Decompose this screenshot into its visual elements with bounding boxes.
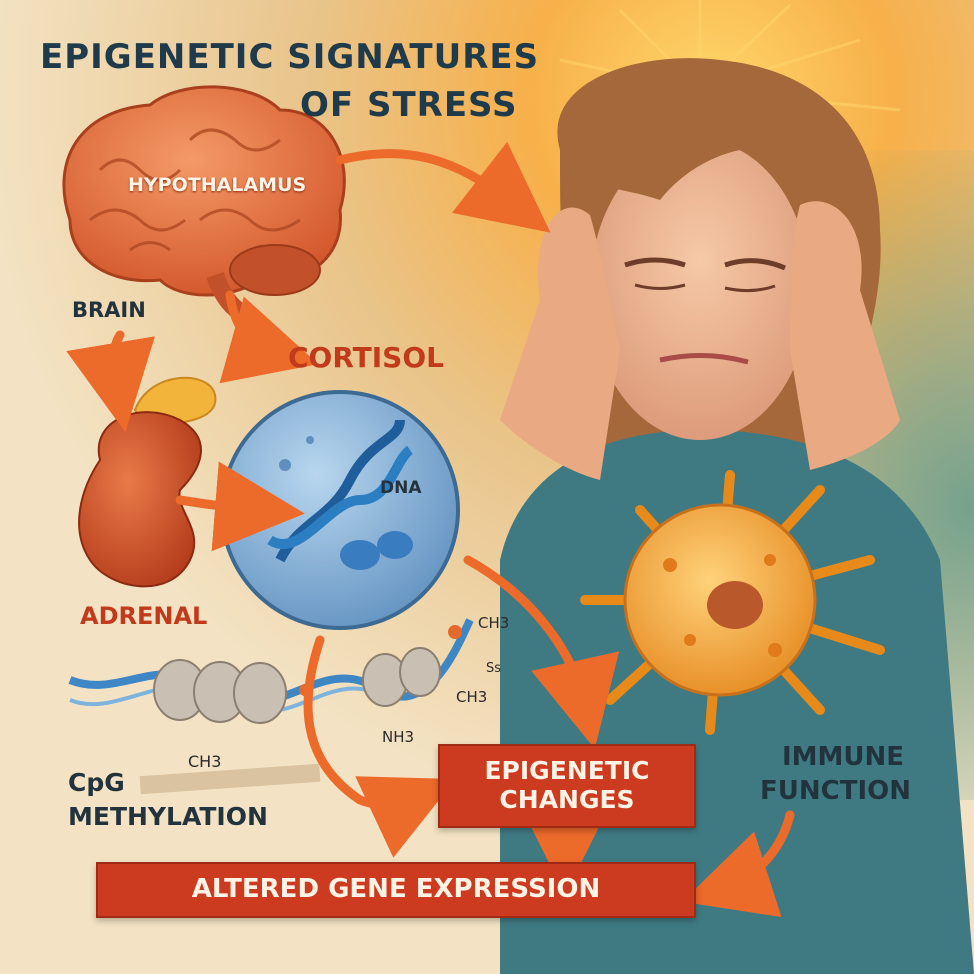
methylation-to-changes-arrow xyxy=(303,635,456,858)
immune-label-line2: FUNCTION xyxy=(760,776,911,806)
adrenal-kidney-illustration xyxy=(78,376,217,588)
to-cortisol-arrow xyxy=(219,290,319,384)
brain-to-woman-arrow xyxy=(335,141,551,233)
adrenal-to-nucleus-arrow xyxy=(175,461,305,552)
adrenal-label: ADRENAL xyxy=(80,602,208,630)
brain-label: BRAIN xyxy=(72,298,146,322)
ch3-mid-label: CH3 xyxy=(456,688,488,706)
immune-cell-illustration xyxy=(580,470,885,735)
epigenetic-changes-line2: CHANGES xyxy=(499,785,635,814)
stressed-woman xyxy=(500,58,974,974)
flow-arrows xyxy=(66,141,795,918)
epigenetic-changes-line1: EPIGENETIC xyxy=(484,756,650,786)
ch3-top-label: CH3 xyxy=(478,614,510,632)
altered-gene-expression-label: ALTERED GENE EXPRESSION xyxy=(191,874,601,905)
nh3-label: NH3 xyxy=(382,728,415,746)
immune-to-expression-arrow xyxy=(682,810,795,918)
chromatin-strand-illustration xyxy=(68,618,474,795)
page-title-line1: EPIGENETIC SIGNATURES xyxy=(40,37,540,77)
immune-label-line1: IMMUNE xyxy=(782,742,905,772)
hypothalamus-label: HYPOTHALAMUS xyxy=(128,174,307,196)
altered-gene-expression-box: ALTERED GENE EXPRESSION xyxy=(96,862,696,918)
page-title-line2: OF STRESS xyxy=(300,85,518,125)
cortisol-label: CORTISOL xyxy=(288,341,444,374)
ss-label: Ss xyxy=(486,661,502,676)
cpg-label-line1: CpG xyxy=(68,768,125,797)
cpg-label-line2: METHYLATION xyxy=(68,802,268,831)
epigenetic-changes-box: EPIGENETIC CHANGES xyxy=(438,744,696,828)
brain-to-adrenal-arrow xyxy=(66,330,155,433)
ch3-bottom-label: CH3 xyxy=(188,752,222,771)
nucleus-to-changes-arrow xyxy=(463,555,620,749)
brain-illustration xyxy=(62,85,346,324)
dna-label: DNA xyxy=(380,478,422,498)
